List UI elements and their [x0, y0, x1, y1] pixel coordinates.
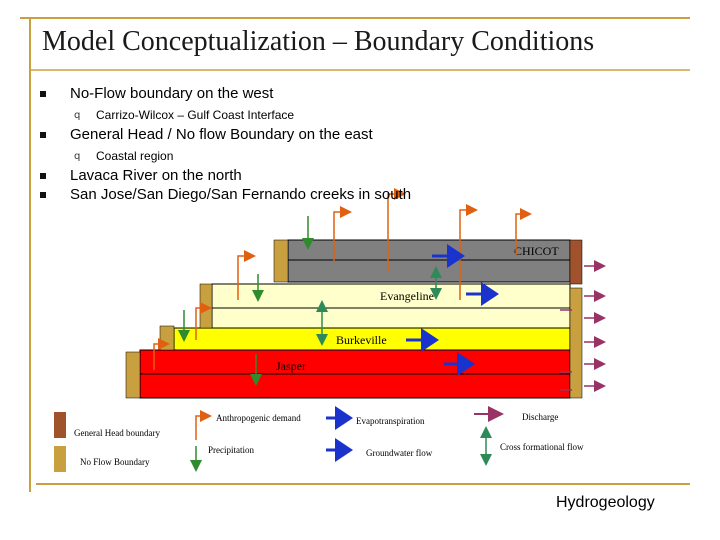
- bullet-item: San Jose/San Diego/San Fernando creeks i…: [38, 185, 638, 204]
- layer-label-jasper: Jasper: [276, 359, 306, 373]
- footer-label: Hydrogeology: [556, 494, 655, 511]
- groundwater-flow-arrows: [406, 244, 499, 376]
- layer-label-chicot: CHICOT: [514, 244, 559, 258]
- bullet-item: No-Flow boundary on the west: [38, 84, 638, 103]
- anthropogenic-arrow: [195, 302, 212, 340]
- bullet-list: No-Flow boundary on the west Carrizo-Wil…: [38, 84, 638, 204]
- sub-bullet-item: Coastal region: [38, 148, 638, 165]
- bullet-item: General Head / No flow Boundary on the e…: [38, 125, 638, 144]
- legend-anthropogenic-label: Anthropogenic demand: [216, 413, 301, 423]
- layer-chicot: [287, 239, 571, 283]
- no-flow-block-jasper: [125, 351, 141, 399]
- legend-general-head-label: General Head boundary: [74, 428, 160, 438]
- general-head-block-chicot: [569, 239, 583, 285]
- legend-discharge-label: Discharge: [522, 412, 558, 422]
- legend-no-flow-swatch: [54, 446, 66, 472]
- slide-title: Model Conceptualization – Boundary Condi…: [42, 26, 595, 57]
- layer-label-evangeline: Evangeline: [380, 289, 434, 303]
- discharge-arrows: [560, 260, 606, 392]
- anthropogenic-arrow: [333, 206, 352, 262]
- legend-evapotranspiration-label: Evapotranspiration: [356, 416, 425, 426]
- legend-anthropogenic-icon: [195, 410, 212, 440]
- precipitation-arrows: [178, 216, 314, 386]
- bullet-item: Lavaca River on the north: [38, 166, 638, 185]
- anthropogenic-arrow: [237, 250, 256, 300]
- anthropogenic-arrow: [153, 338, 170, 370]
- legend-precipitation-label: Precipitation: [208, 445, 254, 455]
- legend: General Head boundary No Flow Boundary A…: [54, 406, 584, 472]
- legend-cross-formational-label: Cross formational flow: [500, 442, 584, 452]
- legend-groundwater-label: Groundwater flow: [366, 448, 433, 458]
- anthropogenic-arrow: [459, 204, 478, 300]
- anthropogenic-arrow: [515, 208, 532, 256]
- cross-formational-arrows: [316, 266, 442, 346]
- layer-label-burkeville: Burkeville: [336, 333, 387, 347]
- sub-bullet-item: Carrizo-Wilcox – Gulf Coast Interface: [38, 107, 638, 124]
- no-flow-block-chicot: [273, 239, 289, 283]
- legend-no-flow-label: No Flow Boundary: [80, 457, 150, 467]
- anthropogenic-arrows: [153, 188, 532, 370]
- no-flow-block-east: [569, 287, 583, 399]
- layer-jasper: [139, 349, 571, 399]
- no-flow-block-burkeville: [159, 325, 175, 351]
- anthropogenic-arrow: [387, 188, 406, 272]
- no-flow-block-evangeline: [199, 283, 213, 329]
- legend-general-head-swatch: [54, 412, 66, 438]
